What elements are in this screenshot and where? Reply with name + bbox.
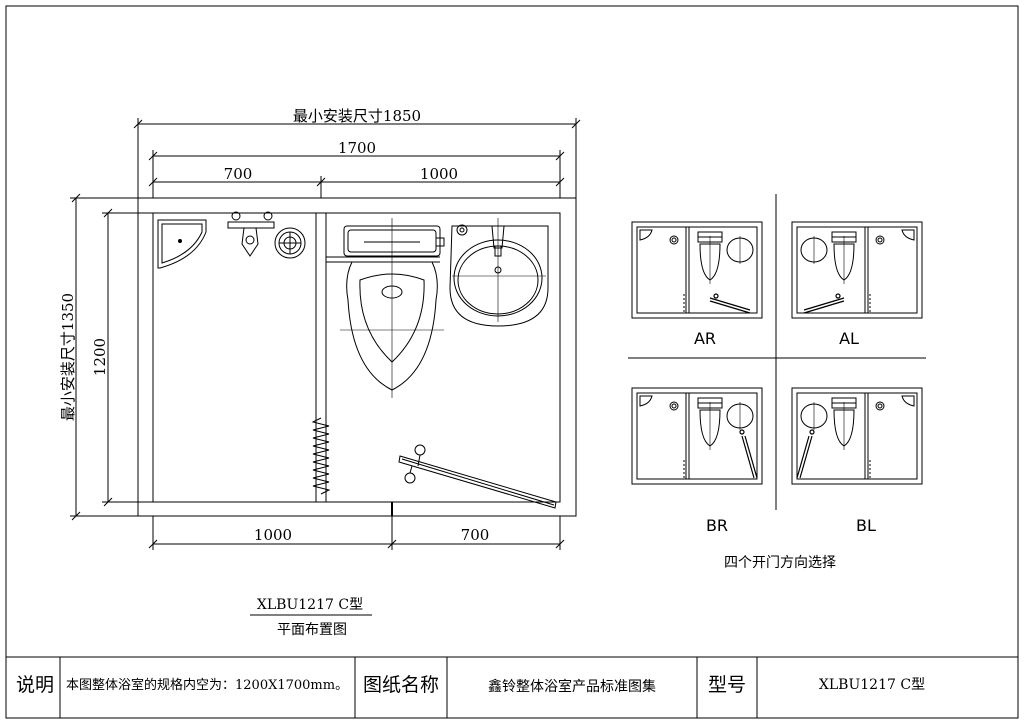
dim-bottom-left: 1000 [254, 526, 292, 544]
shower-screen-icon [311, 417, 331, 495]
model-value: XLBU1217 C型 [819, 677, 925, 693]
option-br-plan [631, 387, 763, 485]
dim-overall-width: 1700 [338, 139, 376, 157]
shower-faucet-icon [227, 211, 275, 257]
model-heading: 型号 [708, 674, 746, 696]
corner-shelf-icon [157, 219, 207, 269]
washbasin-icon [449, 218, 549, 327]
dim-top-left: 700 [224, 165, 253, 183]
option-ar-label: AR [694, 329, 716, 348]
dim-height: 1200 [91, 338, 109, 376]
dim-top-right: 1000 [420, 165, 458, 183]
notes-heading: 说明 [16, 674, 54, 696]
plan-inner-wall [152, 212, 561, 503]
option-al-plan [791, 221, 923, 319]
notes-text: 本图整体浴室的规格内空为：1200X1700mm。 [66, 677, 348, 693]
toilet-icon [340, 218, 445, 398]
option-br-label: BR [706, 516, 728, 535]
door-options-grid [628, 194, 926, 510]
dim-min-height: 最小安装尺寸1350 [59, 293, 77, 421]
plan-model-caption: XLBU1217 C型 [257, 597, 363, 613]
door-icon [398, 444, 557, 509]
floor-drain-icon [274, 227, 306, 259]
title-block [6, 656, 1018, 718]
option-ar-plan [631, 221, 763, 319]
option-bl-label: BL [856, 516, 876, 535]
plan-subtitle: 平面布置图 [277, 622, 347, 638]
sheet-border [5, 5, 1019, 719]
option-bl-plan [791, 387, 923, 485]
drawing-name-heading: 图纸名称 [363, 674, 439, 696]
options-caption: 四个开门方向选择 [724, 555, 836, 571]
floor-plan [137, 197, 577, 517]
drawing-name: 鑫铃整体浴室产品标准图集 [488, 678, 656, 695]
plan-outer-wall [137, 197, 577, 517]
dimension-lines [70, 118, 581, 550]
option-al-label: AL [839, 329, 859, 348]
dim-min-width: 最小安装尺寸1850 [293, 107, 421, 125]
dim-bottom-right: 700 [461, 526, 490, 544]
